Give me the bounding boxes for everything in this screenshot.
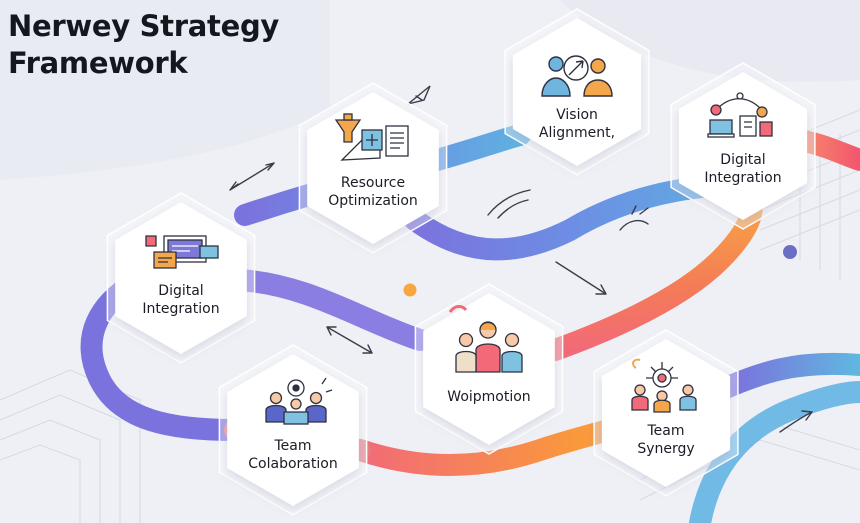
node-label-line: Woipmotion — [447, 389, 531, 405]
network-devices-icon — [707, 92, 773, 138]
swoosh-mark — [487, 189, 531, 216]
node-label-vision-alignment: Vision Alignment, — [507, 106, 647, 142]
laptop-cards-icon — [145, 235, 219, 269]
node-team-colaboration — [218, 344, 368, 516]
node-label-line: Digital — [158, 283, 204, 299]
node-hexagon — [512, 18, 642, 166]
node-label-line: Integration — [142, 301, 220, 317]
arrow-icon — [779, 410, 813, 433]
node-label-line: Team — [274, 438, 312, 454]
two-people-compass-icon — [541, 55, 613, 97]
node-digital-integration-left — [106, 192, 256, 364]
path-middle-band — [404, 174, 751, 261]
team-hub-icon — [631, 358, 697, 413]
node-vision-alignment — [504, 8, 650, 176]
node-label-line: Alignment, — [538, 125, 616, 141]
page-title: Nerwey Strategy Framework — [8, 8, 279, 82]
sparkle-mark — [619, 205, 649, 231]
node-label-team-synergy: Team Synergy — [596, 422, 736, 458]
node-hexagon — [227, 354, 359, 506]
node-label-resource-optimization: Resource Optimization — [303, 174, 443, 210]
page-title-line-2: Framework — [8, 46, 188, 80]
path-center-wave — [229, 269, 431, 351]
double-arrow-icon — [229, 162, 275, 191]
node-label-woipmotion: Woipmotion — [419, 388, 559, 406]
node-label-line: Integration — [704, 170, 782, 186]
node-label-line: Digital — [720, 152, 766, 168]
node-label-digital-integration-left: Digital Integration — [111, 282, 251, 318]
node-label-line: Colaboration — [248, 456, 338, 472]
funnel-machine-icon — [334, 113, 409, 161]
path-left-loop — [80, 264, 246, 441]
paper-plane-icon — [407, 85, 431, 105]
node-label-line: Resource — [340, 175, 406, 191]
node-label-line: Vision — [556, 107, 598, 123]
node-label-line: Optimization — [328, 193, 418, 209]
node-hexagon — [601, 339, 731, 487]
path-lower-right-swoop — [689, 381, 860, 523]
node-label-digital-integration-right: Digital Integration — [673, 151, 813, 187]
node-layer — [106, 8, 816, 516]
node-team-synergy — [593, 329, 739, 497]
arrow-icon — [555, 261, 607, 295]
node-label-line: Team — [647, 423, 685, 439]
double-arrow-icon — [326, 326, 373, 354]
node-label-line: Synergy — [637, 441, 695, 457]
swoosh-mark — [497, 199, 529, 219]
group-of-three-icon — [448, 305, 523, 373]
path-center-to-right — [544, 189, 763, 361]
node-label-team-colaboration: Team Colaboration — [223, 437, 363, 473]
node-digital-integration-right — [670, 62, 816, 230]
decorative-marks — [229, 85, 813, 433]
team-meeting-icon — [265, 377, 333, 425]
page-title-line-1: Nerwey Strategy — [8, 9, 280, 43]
